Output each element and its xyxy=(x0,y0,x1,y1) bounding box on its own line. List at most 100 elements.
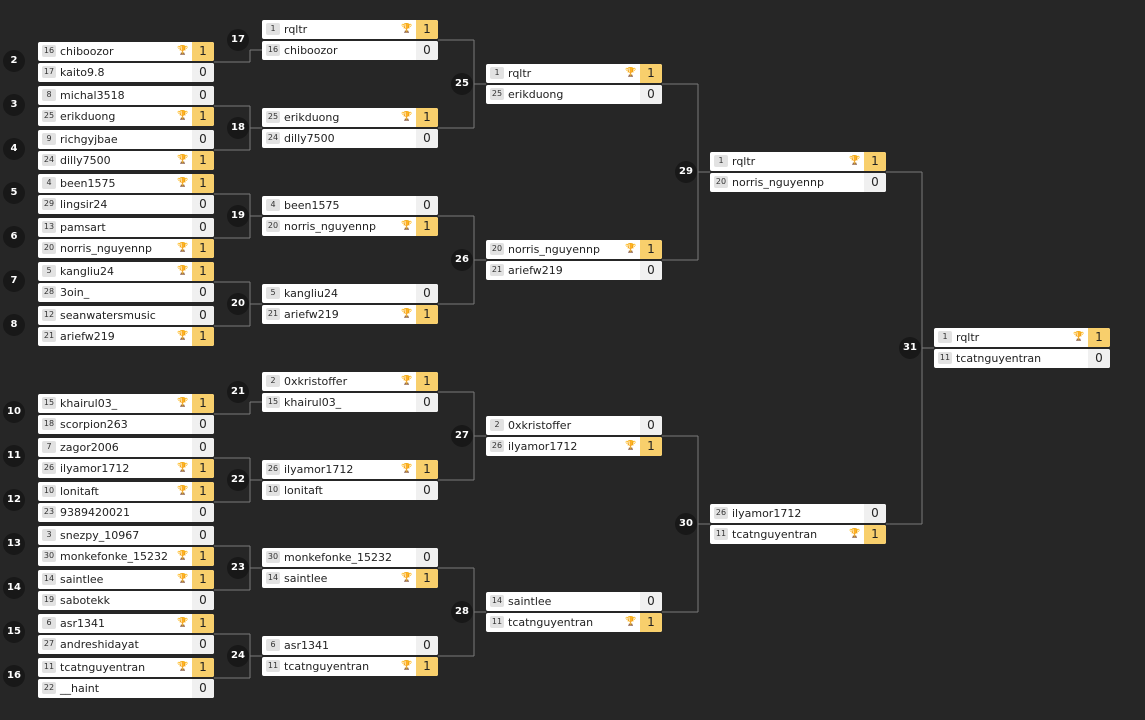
player-name: kaito9.8 xyxy=(60,66,105,79)
seed-badge: 4 xyxy=(42,177,56,189)
player-name: tcatnguyentran xyxy=(284,660,370,673)
match-number-label: 24 xyxy=(227,645,249,667)
match-number-label: 16 xyxy=(3,665,25,687)
player-name: lonitaft xyxy=(60,485,99,498)
match-number-label: 14 xyxy=(3,577,25,599)
player-name: seanwatersmusic xyxy=(60,309,156,322)
score-box: 1 xyxy=(192,459,214,478)
seed-badge: 20 xyxy=(266,220,280,232)
score-box: 0 xyxy=(640,592,662,611)
score-box: 1 xyxy=(192,239,214,258)
seed-badge: 25 xyxy=(266,111,280,123)
player-name: __haint xyxy=(60,682,100,695)
player-name: 3oin_ xyxy=(60,286,90,299)
score-box: 1 xyxy=(416,305,438,324)
score-box: 0 xyxy=(192,218,214,237)
seed-badge: 5 xyxy=(266,287,280,299)
seed-badge: 26 xyxy=(490,440,504,452)
seed-badge: 18 xyxy=(42,418,56,430)
trophy-icon: 🏆 xyxy=(401,661,413,671)
seed-badge: 11 xyxy=(714,528,728,540)
seed-badge: 3 xyxy=(42,529,56,541)
player-name: pamsart xyxy=(60,221,106,234)
trophy-icon: 🏆 xyxy=(401,221,413,231)
player-name: andreshidayat xyxy=(60,638,139,651)
player-name: ilyamor1712 xyxy=(60,462,130,475)
seed-badge: 10 xyxy=(266,484,280,496)
seed-badge: 11 xyxy=(42,661,56,673)
trophy-icon: 🏆 xyxy=(849,529,861,539)
seed-badge: 7 xyxy=(42,441,56,453)
seed-badge: 16 xyxy=(266,44,280,56)
player-name: lingsir24 xyxy=(60,198,108,211)
match-number-label: 5 xyxy=(3,182,25,204)
